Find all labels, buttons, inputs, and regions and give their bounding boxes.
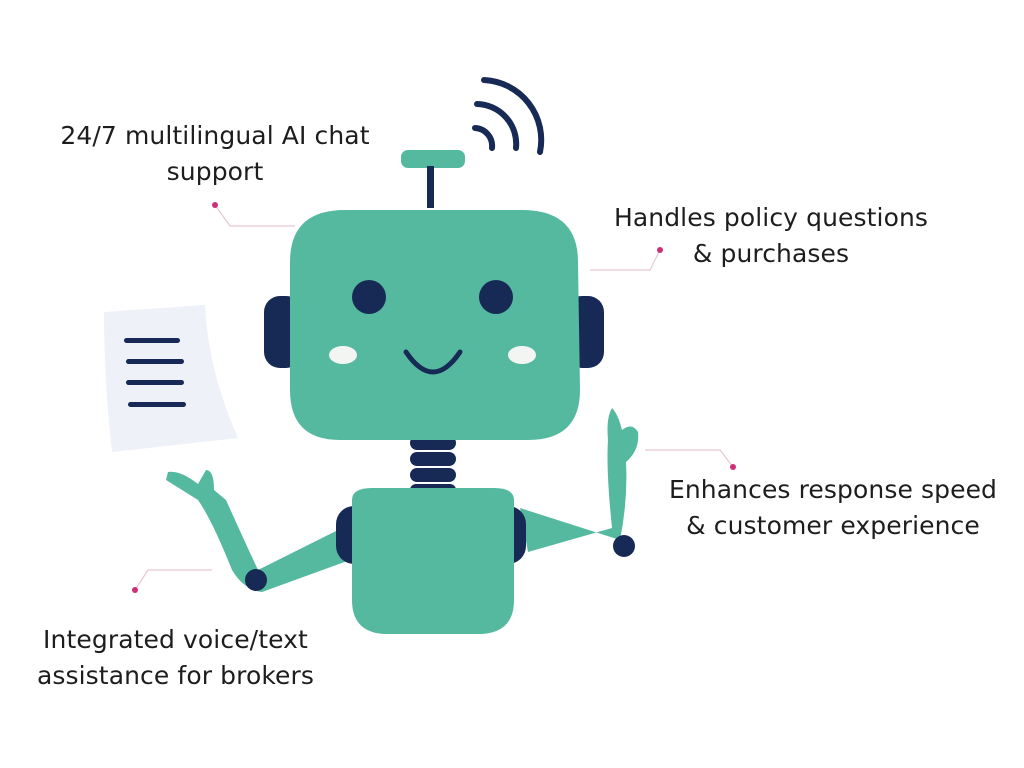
connector-dot-mid-right [730,464,736,470]
callout-mid-right-line1: Enhances response speed [668,475,998,504]
callout-top-left-line1: 24/7 multilingual AI chat [60,121,370,150]
callout-mid-right-line2: & customer experience [686,511,980,540]
connector-dot-bottom-left [132,587,138,593]
connector-dot-top-right [657,247,663,253]
antenna [401,150,465,208]
connector-mid-right [645,449,734,468]
eye-left [352,280,386,314]
callout-bottom-left-line1: Integrated voice/text [43,625,308,654]
connector-top-right [590,249,661,271]
robot-body [336,488,526,634]
robot-neck [410,436,456,496]
cheek-right [508,346,536,364]
callout-top-right-line1: Handles policy questions [613,203,929,232]
eye-right [479,280,513,314]
callout-top-right-line2: & purchases [692,239,850,268]
connectors [132,202,736,593]
wifi-signal-icon [472,77,545,155]
callout-bottom-left-line2: assistance for brokers [36,661,315,690]
cheek-left [329,346,357,364]
smile [403,349,463,375]
robot-arm-right [520,408,639,557]
callout-bottom-left: Integrated voice/text assistance for bro… [18,622,333,694]
connector-bottom-left [134,569,212,591]
connector-dot-top-left [212,202,218,208]
callout-mid-right: Enhances response speed & customer exper… [648,472,1018,544]
callout-top-right: Handles policy questions & purchases [596,200,946,272]
callout-top-left-line2: support [166,157,264,186]
robot-head [290,210,580,440]
callout-top-left: 24/7 multilingual AI chat support [40,118,390,190]
document-icon [104,305,238,452]
connector-top-left [214,204,295,227]
robot-arm-left [166,470,350,592]
